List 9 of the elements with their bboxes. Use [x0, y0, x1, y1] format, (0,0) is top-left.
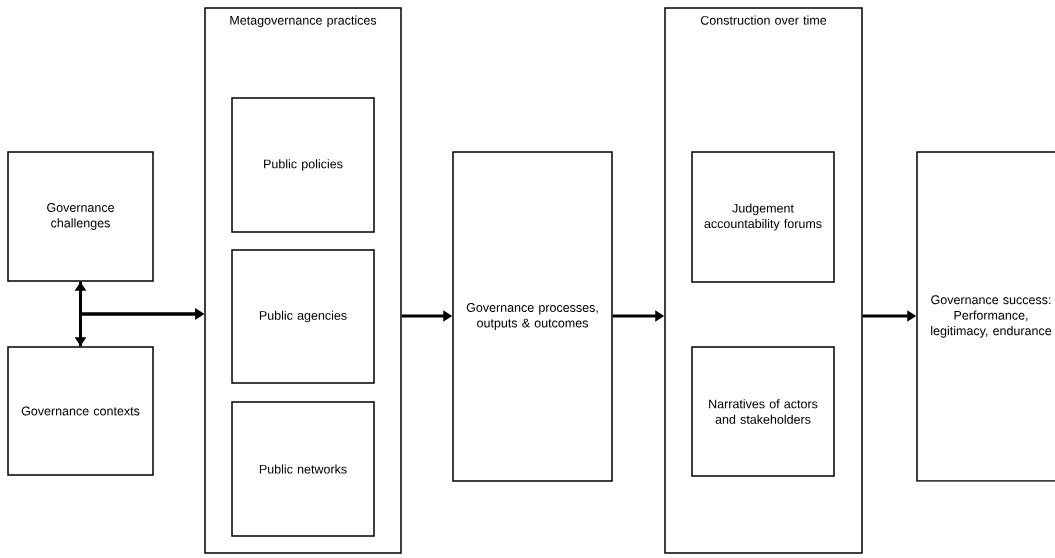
process-box: Narratives of actors and stakeholders [691, 346, 835, 477]
process-box: Governance processes, outputs & outcomes [452, 151, 613, 482]
process-box: Governance challenges [7, 151, 154, 282]
process-box: Governance success: Performance, legitimacy, endurance [916, 151, 1055, 482]
process-box: Public networks [231, 401, 375, 537]
process-box: Governance contexts [7, 346, 154, 476]
process-box: Public policies [231, 97, 375, 233]
process-box: Public agencies [231, 249, 375, 384]
process-box: Judgement accountability forums [691, 151, 835, 283]
